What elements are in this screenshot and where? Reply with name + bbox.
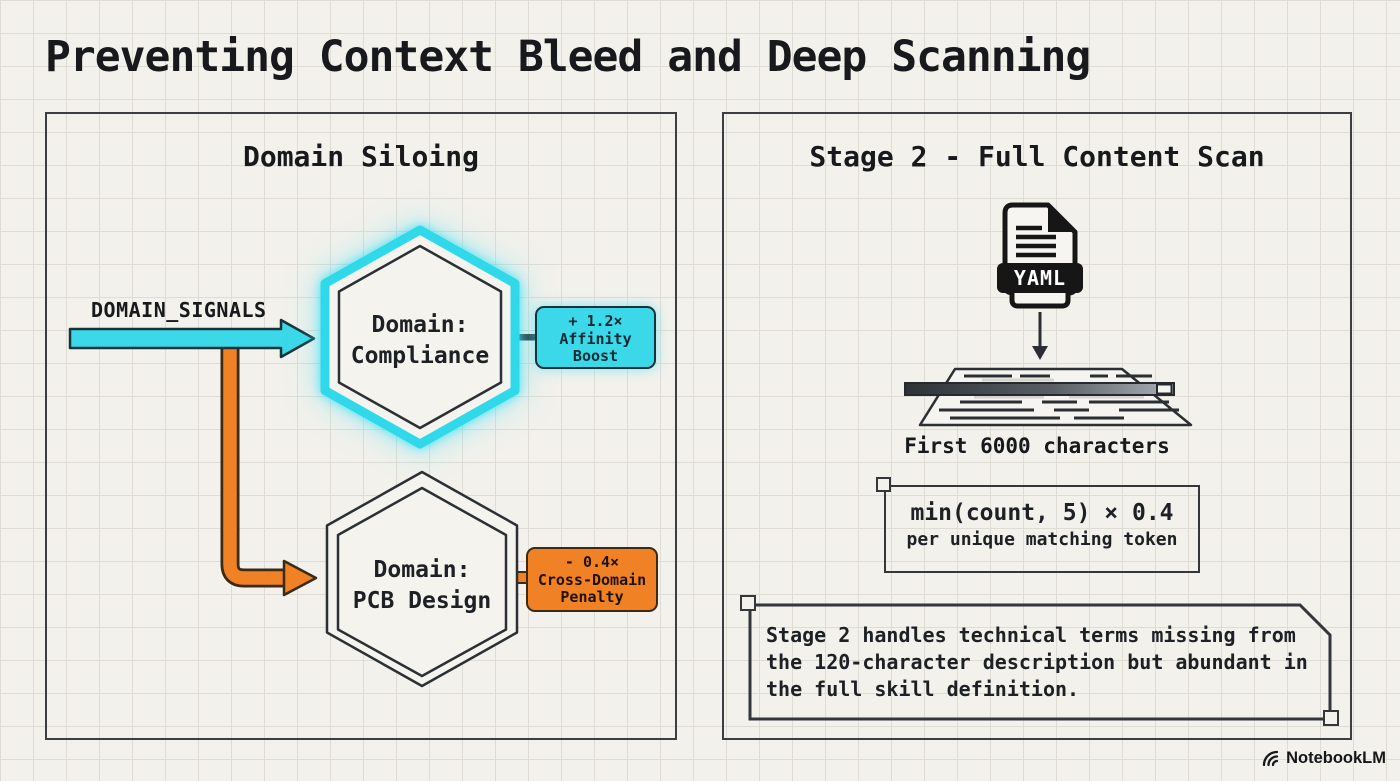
document-scan-icon <box>904 367 1193 427</box>
scan-caption: First 6000 characters <box>904 434 1170 458</box>
affinity-boost-badge: + 1.2× Affinity Boost <box>535 306 656 369</box>
brand-wordmark: NotebookLM <box>1286 749 1386 767</box>
sheet-text-lines-faded <box>974 378 1144 399</box>
notebooklm-logo-icon <box>1262 750 1279 767</box>
compliance-label-line2: Compliance <box>350 343 490 369</box>
note-box-handle-bottom-right <box>1323 710 1339 726</box>
formula-box-handle <box>876 477 891 492</box>
note-box-handle-top-left <box>740 595 756 611</box>
boost-badge-line3: Boost <box>572 347 619 365</box>
compliance-hexagon-label: Domain: Compliance <box>300 310 540 372</box>
formula-description: per unique matching token <box>906 529 1178 550</box>
notebooklm-brand: NotebookLM <box>1261 749 1386 768</box>
cyan-signal-arrow-icon <box>68 318 316 359</box>
pcb-hexagon <box>325 470 519 688</box>
file-text-lines <box>1016 225 1056 258</box>
compliance-hexagon <box>320 225 520 449</box>
penalty-badge-line3: Penalty <box>560 588 624 606</box>
note-line2: the 120-character description but abunda… <box>766 650 1308 674</box>
boost-badge-line1: + 1.2× <box>568 312 623 330</box>
note-line1: Stage 2 handles technical terms missing … <box>766 623 1296 647</box>
left-panel-title: Domain Siloing <box>242 140 479 173</box>
formula-expression: min(count, 5) × 0.4 <box>910 500 1174 526</box>
cross-domain-penalty-badge: - 0.4× Cross-Domain Penalty <box>526 547 658 612</box>
stage2-note-box <box>748 603 1332 721</box>
domain-signals-label: DOMAIN_SIGNALS <box>91 298 267 322</box>
compliance-label-line1: Domain: <box>371 312 469 338</box>
right-panel-title: Stage 2 - Full Content Scan <box>809 140 1265 173</box>
pcb-hexagon-label: Domain: PCB Design <box>302 555 542 617</box>
pcb-label-line1: Domain: <box>373 557 471 583</box>
yaml-file-icon: YAML <box>997 202 1083 309</box>
orange-arrowhead-icon <box>282 559 318 597</box>
pcb-hexagon-inner-outline <box>336 486 508 678</box>
formula-box: min(count, 5) × 0.4 per unique matching … <box>884 485 1200 573</box>
boost-connector <box>511 334 539 341</box>
boost-badge-line2: Affinity <box>559 329 632 348</box>
page-title: Preventing Context Bleed and Deep Scanni… <box>45 32 1091 82</box>
orange-pipe <box>223 336 284 585</box>
file-type-banner <box>997 263 1083 293</box>
stage2-note-text: Stage 2 handles technical terms missing … <box>766 622 1308 703</box>
note-line3: the full skill definition. <box>766 677 1080 701</box>
domain-flow-graphic <box>68 225 539 688</box>
file-fold-corner <box>1048 205 1075 232</box>
down-arrow-icon <box>1032 312 1048 360</box>
file-type-badge: YAML <box>1014 266 1066 290</box>
sheet-text-lines-bottom <box>939 400 1179 420</box>
penalty-badge-line1: - 0.4× <box>564 553 620 571</box>
pcb-label-line2: PCB Design <box>352 588 492 614</box>
compliance-hexagon-inner-outline <box>337 244 503 430</box>
domain-siloing-panel: Domain Siloing DOMAIN_SIGNALS Domain: Co… <box>45 112 677 740</box>
full-content-scan-panel: Stage 2 - Full Content Scan YAML <box>722 112 1352 740</box>
scan-bar-end-cap <box>1156 383 1173 395</box>
file-bottom-tab <box>1009 290 1071 309</box>
scan-bar <box>904 382 1175 396</box>
penalty-badge-line2: Cross-Domain <box>537 570 647 589</box>
note-box-outline <box>748 603 1332 721</box>
orange-pipe-outline <box>220 336 284 588</box>
